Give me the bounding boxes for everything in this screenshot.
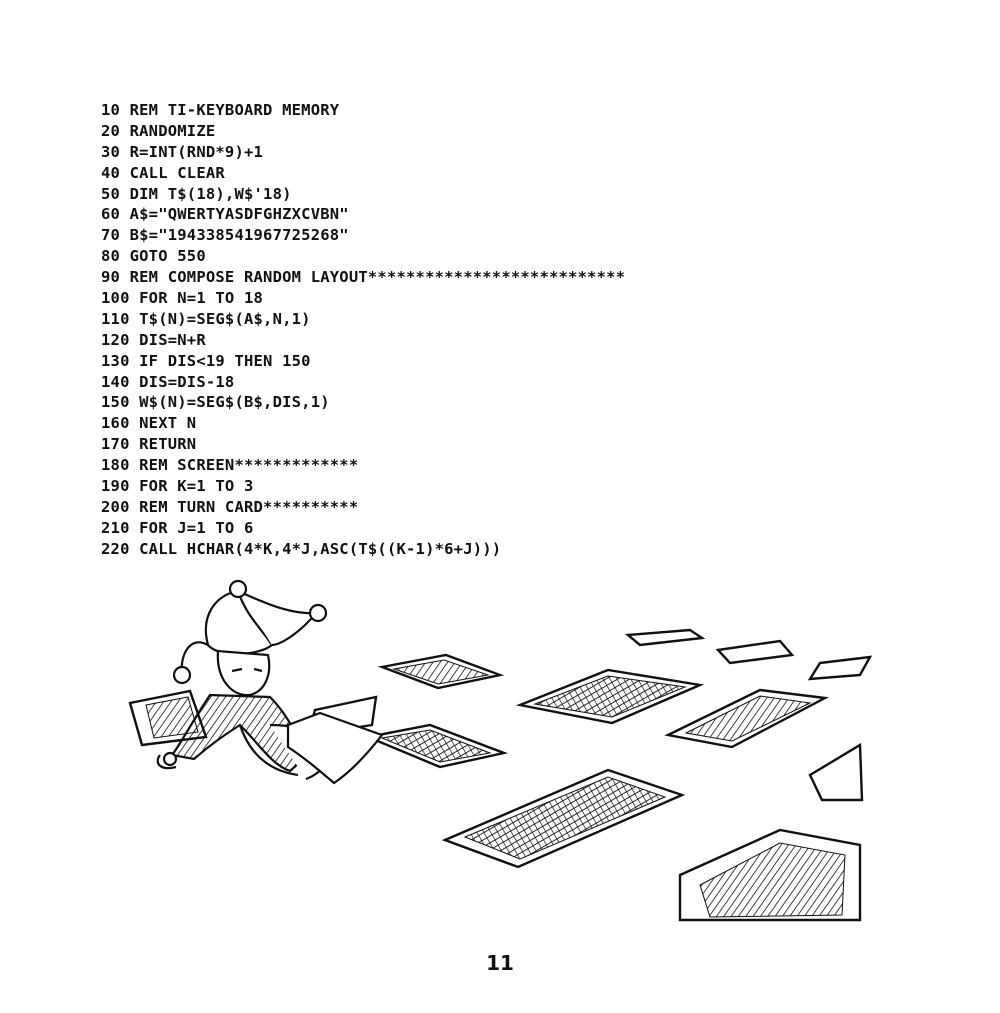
code-line: 10 REM TI-KEYBOARD MEMORY [101,101,340,119]
page-number: 11 [486,951,514,975]
code-line: 210 FOR J=1 TO 6 [101,518,254,537]
code-line: 70 B$="194338541967725268" [101,226,349,245]
jester-figure [156,579,384,785]
code-line: 110 T$(N)=SEG$(A$,N,1) [101,309,311,328]
code-line: 140 DIS=DIS-18 [101,372,235,391]
code-line: 160 NEXT N [101,414,197,433]
code-line: 130 IF DIS<19 THEN 150 [101,351,311,370]
code-line: 30 R=INT(RND*9)+1 [101,142,264,161]
code-line: 40 CALL CLEAR [101,163,225,182]
code-line: 20 RANDOMIZE [101,121,216,140]
code-line: 60 A$="QWERTYASDFGHZXCVBN" [101,205,349,224]
code-line: 100 FOR N=1 TO 18 [101,289,264,308]
code-line: 220 CALL HCHAR(4*K,4*J,ASC(T$((K-1)*6+J)… [101,539,502,558]
code-line: 50 DIM T$(18),W$'18) [101,184,292,203]
code-line: 200 REM TURN CARD********** [101,497,359,516]
code-line: 170 RETURN [101,435,197,454]
code-line: 80 GOTO 550 [101,247,206,266]
code-line: 180 REM SCREEN************* [101,456,359,475]
code-line: 90 REM COMPOSE RANDOM LAYOUT************… [101,268,626,287]
jester-cards-illustration [128,579,873,922]
code-listing: 10 REM TI-KEYBOARD MEMORY 20 RANDOMIZE 30 … [101,100,625,560]
code-line: 120 DIS=N+R [101,330,206,349]
code-line: 150 W$(N)=SEG$(B$,DIS,1) [101,393,330,412]
code-line: 190 FOR K=1 TO 3 [101,477,254,496]
